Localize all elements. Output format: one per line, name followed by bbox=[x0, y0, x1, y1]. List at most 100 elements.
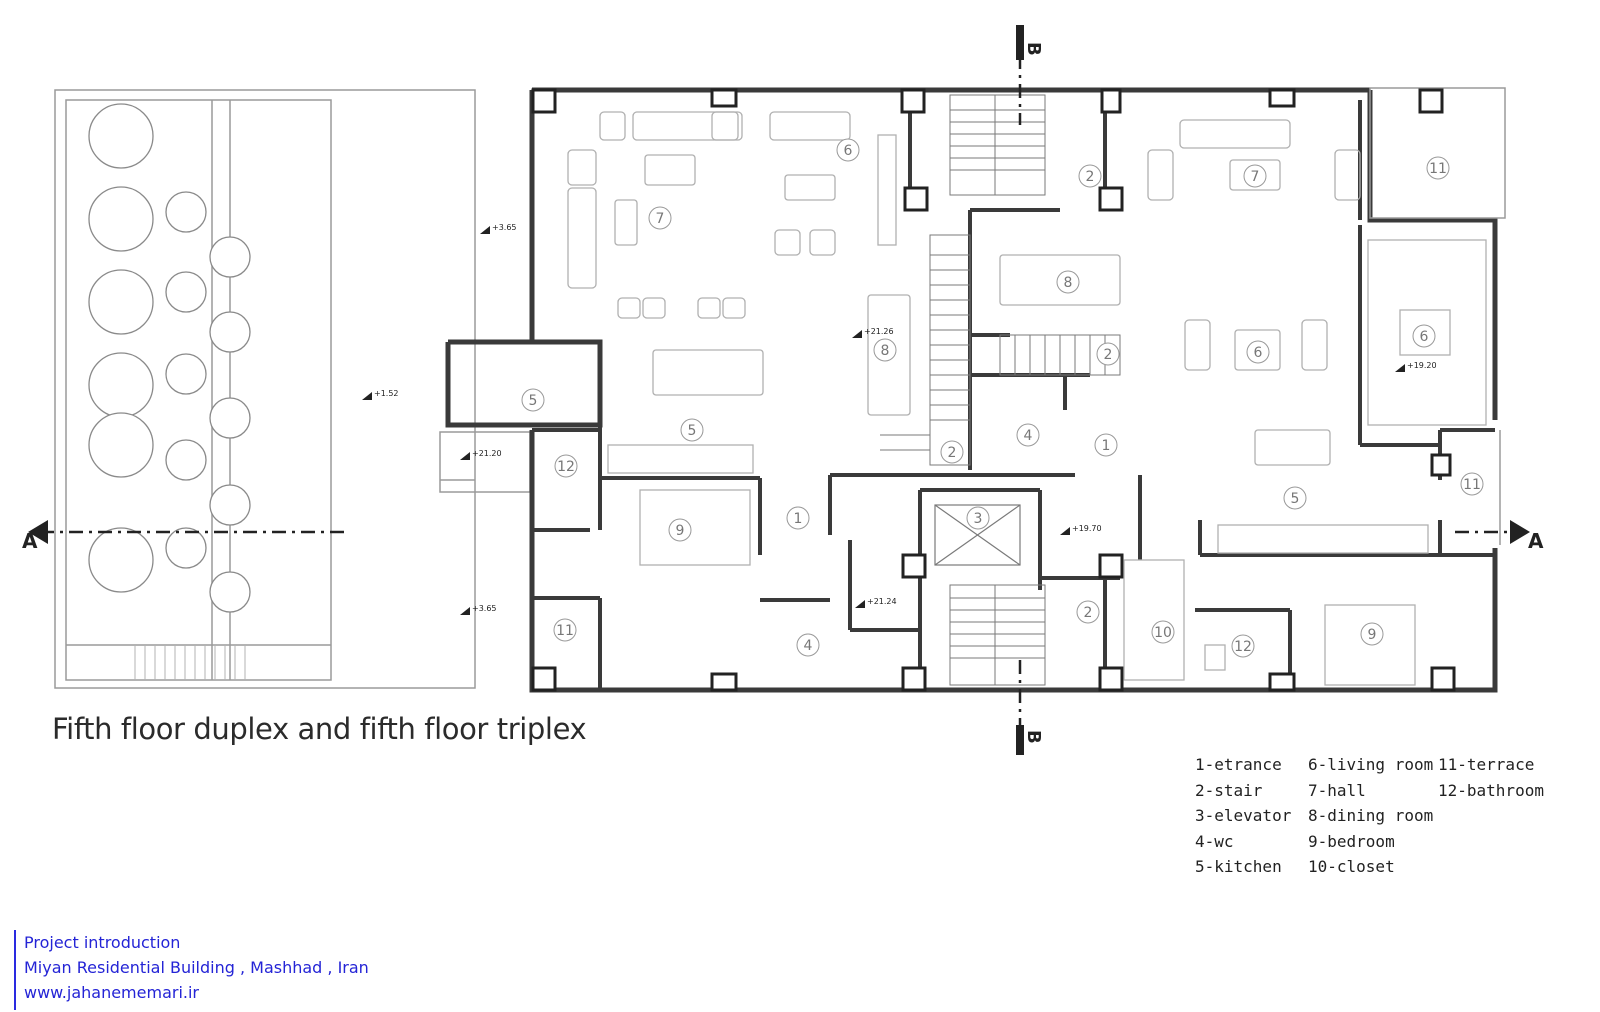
room-tag: 11 bbox=[1460, 472, 1484, 496]
room-number: 6 bbox=[1420, 329, 1429, 345]
room-number: 4 bbox=[804, 638, 813, 654]
room-number: 12 bbox=[1234, 639, 1252, 655]
legend-item: 7-hall bbox=[1308, 780, 1366, 800]
section-mark-a-right: A bbox=[1528, 529, 1544, 553]
level-marker: +21.26 bbox=[852, 327, 894, 338]
legend-item: 12-bathroom bbox=[1438, 780, 1544, 800]
legend-item: 4-wc bbox=[1195, 831, 1234, 851]
room-tag: 8 bbox=[873, 338, 897, 362]
furniture bbox=[567, 111, 1487, 686]
room-tag: 9 bbox=[668, 518, 692, 542]
room-number: 2 bbox=[948, 445, 957, 461]
room-tags: 6 7 8 5 9 12 11 4 1 2 3 2 4 1 2 10 12 9 … bbox=[521, 138, 1484, 658]
level-marker: +1.52 bbox=[362, 389, 399, 400]
drawing-title: Fifth floor duplex and fifth floor tripl… bbox=[52, 712, 587, 746]
room-tag: 2 bbox=[1076, 600, 1100, 624]
room-number: 7 bbox=[656, 211, 665, 227]
level-value: +19.20 bbox=[1407, 361, 1437, 370]
level-value: +21.20 bbox=[472, 449, 502, 458]
elevator bbox=[934, 504, 1021, 566]
room-number: 9 bbox=[676, 523, 685, 539]
room-tag: 10 bbox=[1151, 620, 1175, 644]
level-marker: +3.65 bbox=[460, 604, 497, 615]
room-tag: 1 bbox=[1094, 433, 1118, 457]
columns bbox=[531, 88, 1456, 692]
legend-item: 3-elevator bbox=[1195, 806, 1292, 825]
stairs bbox=[880, 94, 1121, 686]
room-number: 3 bbox=[974, 511, 983, 527]
room-number: 4 bbox=[1024, 428, 1033, 444]
credits-project-name: Miyan Residential Building , Mashhad , I… bbox=[24, 958, 369, 977]
interior-walls bbox=[532, 90, 1495, 690]
room-tag: 6 bbox=[1246, 340, 1270, 364]
room-tag: 4 bbox=[1016, 423, 1040, 447]
level-value: +3.65 bbox=[492, 223, 517, 232]
level-value: +21.26 bbox=[864, 327, 894, 336]
level-markers: +3.65 +21.26 +1.52 +21.20 +3.65 +19.70 +… bbox=[362, 223, 1437, 615]
room-number: 6 bbox=[1254, 345, 1263, 361]
room-tag: 2 bbox=[1096, 342, 1120, 366]
room-number: 2 bbox=[1084, 605, 1093, 621]
room-number: 11 bbox=[1429, 161, 1447, 177]
section-heads bbox=[28, 25, 1530, 755]
level-marker: +19.70 bbox=[1060, 524, 1102, 535]
room-tag: 6 bbox=[836, 138, 860, 162]
room-number: 5 bbox=[529, 393, 538, 409]
credits-heading: Project introduction bbox=[24, 933, 181, 952]
garden-steps bbox=[134, 645, 246, 680]
room-tag: 11 bbox=[1426, 156, 1450, 180]
section-lines bbox=[40, 55, 1520, 725]
level-value: +3.65 bbox=[472, 604, 497, 613]
room-tag: 5 bbox=[1283, 486, 1307, 510]
room-number: 7 bbox=[1251, 169, 1260, 185]
room-number: 2 bbox=[1086, 169, 1095, 185]
room-number: 10 bbox=[1154, 625, 1172, 641]
room-number: 11 bbox=[556, 623, 574, 639]
room-tag: 4 bbox=[796, 633, 820, 657]
level-value: +19.70 bbox=[1072, 524, 1102, 533]
legend-column-2: 6-living room 7-hall 8-dining room 9-bed… bbox=[1308, 752, 1433, 880]
legend-item: 11-terrace bbox=[1438, 755, 1535, 774]
legend-item: 2-stair bbox=[1195, 780, 1263, 800]
level-value: +1.52 bbox=[374, 389, 399, 398]
room-tag: 2 bbox=[1078, 164, 1102, 188]
room-number: 1 bbox=[794, 511, 803, 527]
room-tag: 7 bbox=[648, 206, 672, 230]
legend-column-1: 1-etrance 2-stair 3-elevator 4-wc 5-kitc… bbox=[1195, 752, 1291, 880]
section-mark-b-bottom: B bbox=[1023, 730, 1044, 744]
room-tag: 12 bbox=[1231, 634, 1255, 658]
trees bbox=[88, 103, 251, 613]
room-number: 8 bbox=[1064, 275, 1073, 291]
room-tag: 2 bbox=[940, 440, 964, 464]
legend-item: 8-dining room bbox=[1308, 806, 1434, 825]
room-number: 5 bbox=[688, 423, 697, 439]
level-marker: +21.20 bbox=[460, 449, 502, 460]
room-tag: 5 bbox=[680, 418, 704, 442]
room-tag: 5 bbox=[521, 388, 545, 412]
room-tag: 6 bbox=[1412, 324, 1436, 348]
right-terrace bbox=[1369, 87, 1506, 545]
legend-item: 6-living room bbox=[1308, 755, 1434, 774]
legend-item: 5-kitchen bbox=[1195, 857, 1282, 876]
room-tag: 8 bbox=[1056, 270, 1080, 294]
level-marker: +21.24 bbox=[855, 597, 897, 608]
level-marker: +3.65 bbox=[480, 223, 517, 234]
room-number: 5 bbox=[1291, 491, 1300, 507]
room-tag: 3 bbox=[966, 506, 990, 530]
project-credits: Project introduction Miyan Residential B… bbox=[14, 930, 369, 1010]
room-number: 8 bbox=[881, 343, 890, 359]
room-number: 1 bbox=[1102, 438, 1111, 454]
room-tag: 9 bbox=[1360, 622, 1384, 646]
room-tag: 12 bbox=[554, 454, 578, 478]
room-tag: 11 bbox=[553, 618, 577, 642]
room-number: 2 bbox=[1104, 347, 1113, 363]
level-marker: +19.20 bbox=[1395, 361, 1437, 372]
section-mark-a-left: A bbox=[22, 529, 38, 553]
room-tag: 7 bbox=[1243, 164, 1267, 188]
credits-website-link[interactable]: www.jahanememari.ir bbox=[24, 983, 200, 1002]
legend-item: 9-bedroom bbox=[1308, 831, 1395, 851]
room-number: 6 bbox=[844, 143, 853, 159]
section-mark-b-top: B bbox=[1023, 42, 1044, 56]
room-tag: 1 bbox=[786, 506, 810, 530]
